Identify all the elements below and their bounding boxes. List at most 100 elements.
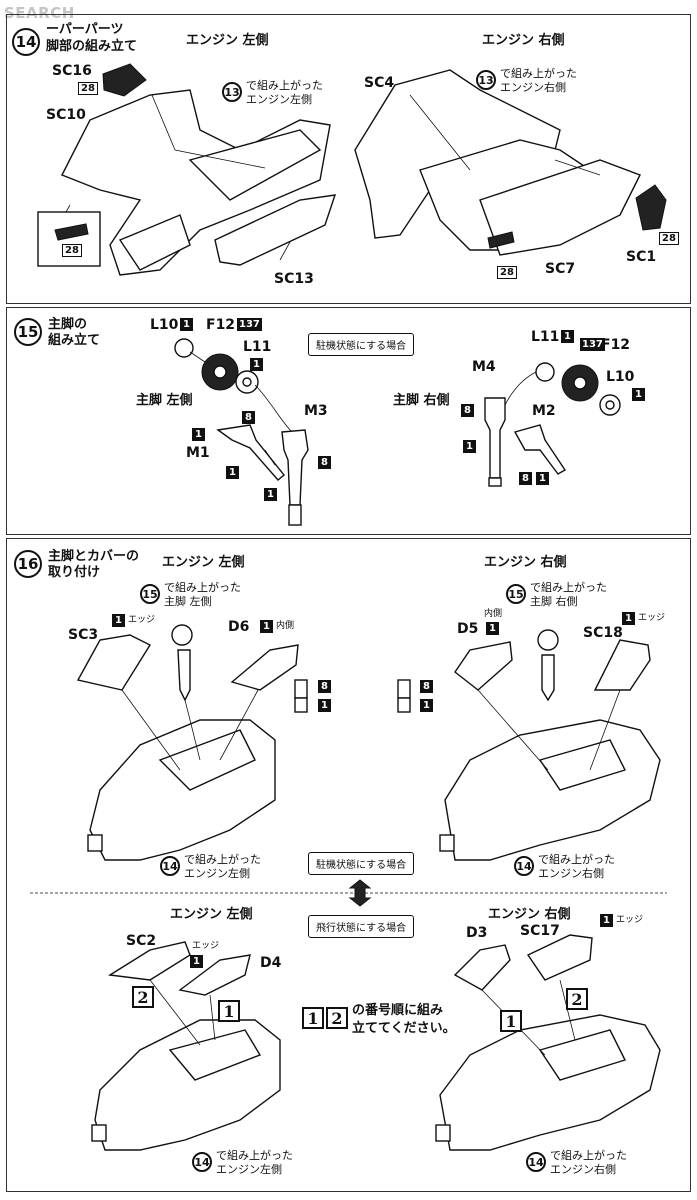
engine-left-drawing	[37, 63, 337, 276]
part-d5-note: 内側	[484, 609, 503, 619]
part-sc4-label: SC4	[364, 75, 395, 91]
step16-lower-ref14-left-b: エンジン左側	[216, 1163, 282, 1176]
part-m1-badge-a: 1	[192, 428, 205, 441]
step16-title-1: 主脚とカバーの	[48, 549, 140, 564]
part-sc17-label: SC17	[520, 923, 560, 939]
part-m3-badge: 8	[318, 456, 331, 469]
part-d4-label: D4	[260, 955, 282, 971]
step14-panel	[6, 14, 691, 304]
part-m4-label: M4	[472, 359, 496, 375]
part-sc16-badge: 28	[78, 82, 98, 95]
part-d6-label: D6	[228, 619, 250, 635]
step14-title-2: 脚部の組み立て	[46, 39, 138, 54]
part-f12-right-label: F12	[601, 337, 631, 353]
step16-ref14-left-a: で組み上がった	[184, 853, 261, 866]
part-d5-badge: 1	[486, 622, 499, 635]
part-l10-right-badge: 1	[632, 388, 645, 401]
part-m2-badge-a: 8	[519, 472, 532, 485]
step16-number: 16	[14, 550, 42, 578]
step15-panel	[6, 307, 691, 535]
step15-parked-note: 駐機状態にする場合	[308, 333, 415, 356]
step15-number: 15	[14, 318, 42, 346]
order-text-2: 立ててください。	[352, 1021, 456, 1036]
part-d3-label: D3	[466, 925, 488, 941]
part-l10-left-label: L10	[150, 317, 179, 333]
part-m4-badge: 8	[461, 404, 474, 417]
step16-ref15-right: 15	[506, 584, 526, 604]
step14-ref-left-text2: エンジン左側	[246, 93, 312, 106]
part-d5-sub-b: 1	[420, 699, 433, 712]
step16-left-header: エンジン 左側	[162, 555, 245, 570]
part-sc2-note: エッジ	[192, 941, 220, 951]
step14-right-header: エンジン 右側	[482, 33, 565, 48]
engine-right-drawing	[354, 69, 667, 256]
leg-right-label: 主脚 右側	[393, 393, 450, 408]
part-sc1-badge: 28	[659, 232, 679, 245]
part-l11-left-badge: 1	[250, 358, 263, 371]
step16-ref15-left: 15	[140, 584, 160, 604]
step16-ref15-right-b: 主脚 右側	[530, 595, 578, 608]
inset-badge: 28	[62, 244, 82, 257]
leg-left-label: 主脚 左側	[136, 393, 193, 408]
part-m2-badge-b: 1	[536, 472, 549, 485]
step16-ref15-right-a: で組み上がった	[530, 581, 607, 594]
step16-ref15-left-b: 主脚 左側	[164, 595, 212, 608]
part-l11-left-label: L11	[243, 339, 272, 355]
step16-lower-left-header: エンジン 左側	[170, 907, 253, 922]
part-m1-badge-c: 1	[226, 466, 239, 479]
part-sc18-badge: 1	[622, 612, 635, 625]
part-sc13-label: SC13	[274, 271, 314, 287]
order-mark-1: 1	[302, 1007, 324, 1029]
part-m1-label: M1	[186, 445, 210, 461]
part-sc10-label: SC10	[46, 107, 86, 123]
step16-ref15-left-a: で組み上がった	[164, 581, 241, 594]
part-sc2-label: SC2	[126, 933, 157, 949]
part-sc18-note: エッジ	[638, 613, 666, 623]
part-f12-left-badge: 137	[237, 318, 262, 331]
install-right-parked	[397, 629, 661, 861]
leg-right-drawing	[484, 362, 621, 487]
part-d6-note: 内側	[276, 621, 295, 631]
step16-ref14-left: 14	[160, 856, 180, 876]
step16-lower-ref14-right: 14	[526, 1152, 546, 1172]
part-l11-right-label: L11	[531, 329, 560, 345]
step16-flight-note: 飛行状態にする場合	[308, 915, 415, 938]
part-f12-right-badge: 137	[580, 338, 605, 351]
step15-title-2: 組み立て	[48, 333, 101, 348]
step14-ref-left: 13	[222, 82, 242, 102]
step16-ref14-right-b: エンジン右側	[538, 867, 604, 880]
part-m3-label: M3	[304, 403, 328, 419]
step14-ref-left-text: で組み上がった	[246, 79, 323, 92]
leg-right-bottom-badge: 1	[463, 440, 476, 453]
order-text-1: の番号順に組み	[352, 1003, 444, 1018]
step14-left-header: エンジン 左側	[186, 33, 269, 48]
step16-lower-ref14-left: 14	[192, 1152, 212, 1172]
part-sc17-badge: 1	[600, 914, 613, 927]
step16-lower-ref14-left-a: で組み上がった	[216, 1149, 293, 1162]
part-sc18-label: SC18	[583, 625, 623, 641]
part-l10-right-label: L10	[606, 369, 635, 385]
part-m2-label: M2	[532, 403, 556, 419]
part-sc3-badge: 1	[112, 614, 125, 627]
order-mark-1-right: 1	[500, 1010, 522, 1032]
step16-lower-right-header: エンジン 右側	[488, 907, 571, 922]
step14-ref-right-text: で組み上がった	[500, 67, 577, 80]
install-left-flight	[91, 941, 281, 1151]
order-mark-2: 2	[326, 1007, 348, 1029]
step16-right-header: エンジン 右側	[484, 555, 567, 570]
leg-left-bottom-badge: 1	[264, 488, 277, 501]
part-sc3-label: SC3	[68, 627, 99, 643]
step14-ref-right: 13	[476, 70, 496, 90]
step16-panel	[6, 538, 691, 1192]
part-d6-sub-a: 8	[318, 680, 331, 693]
step16-ref14-left-b: エンジン左側	[184, 867, 250, 880]
step16-ref14-right-a: で組み上がった	[538, 853, 615, 866]
part-d5-label: D5	[457, 621, 479, 637]
step16-title-2: 取り付け	[48, 565, 101, 580]
order-mark-1-left: 1	[218, 1000, 240, 1022]
part-f12-left-label: F12	[206, 317, 236, 333]
part-sc17-note: エッジ	[616, 915, 644, 925]
part-d6-badge: 1	[260, 620, 273, 633]
